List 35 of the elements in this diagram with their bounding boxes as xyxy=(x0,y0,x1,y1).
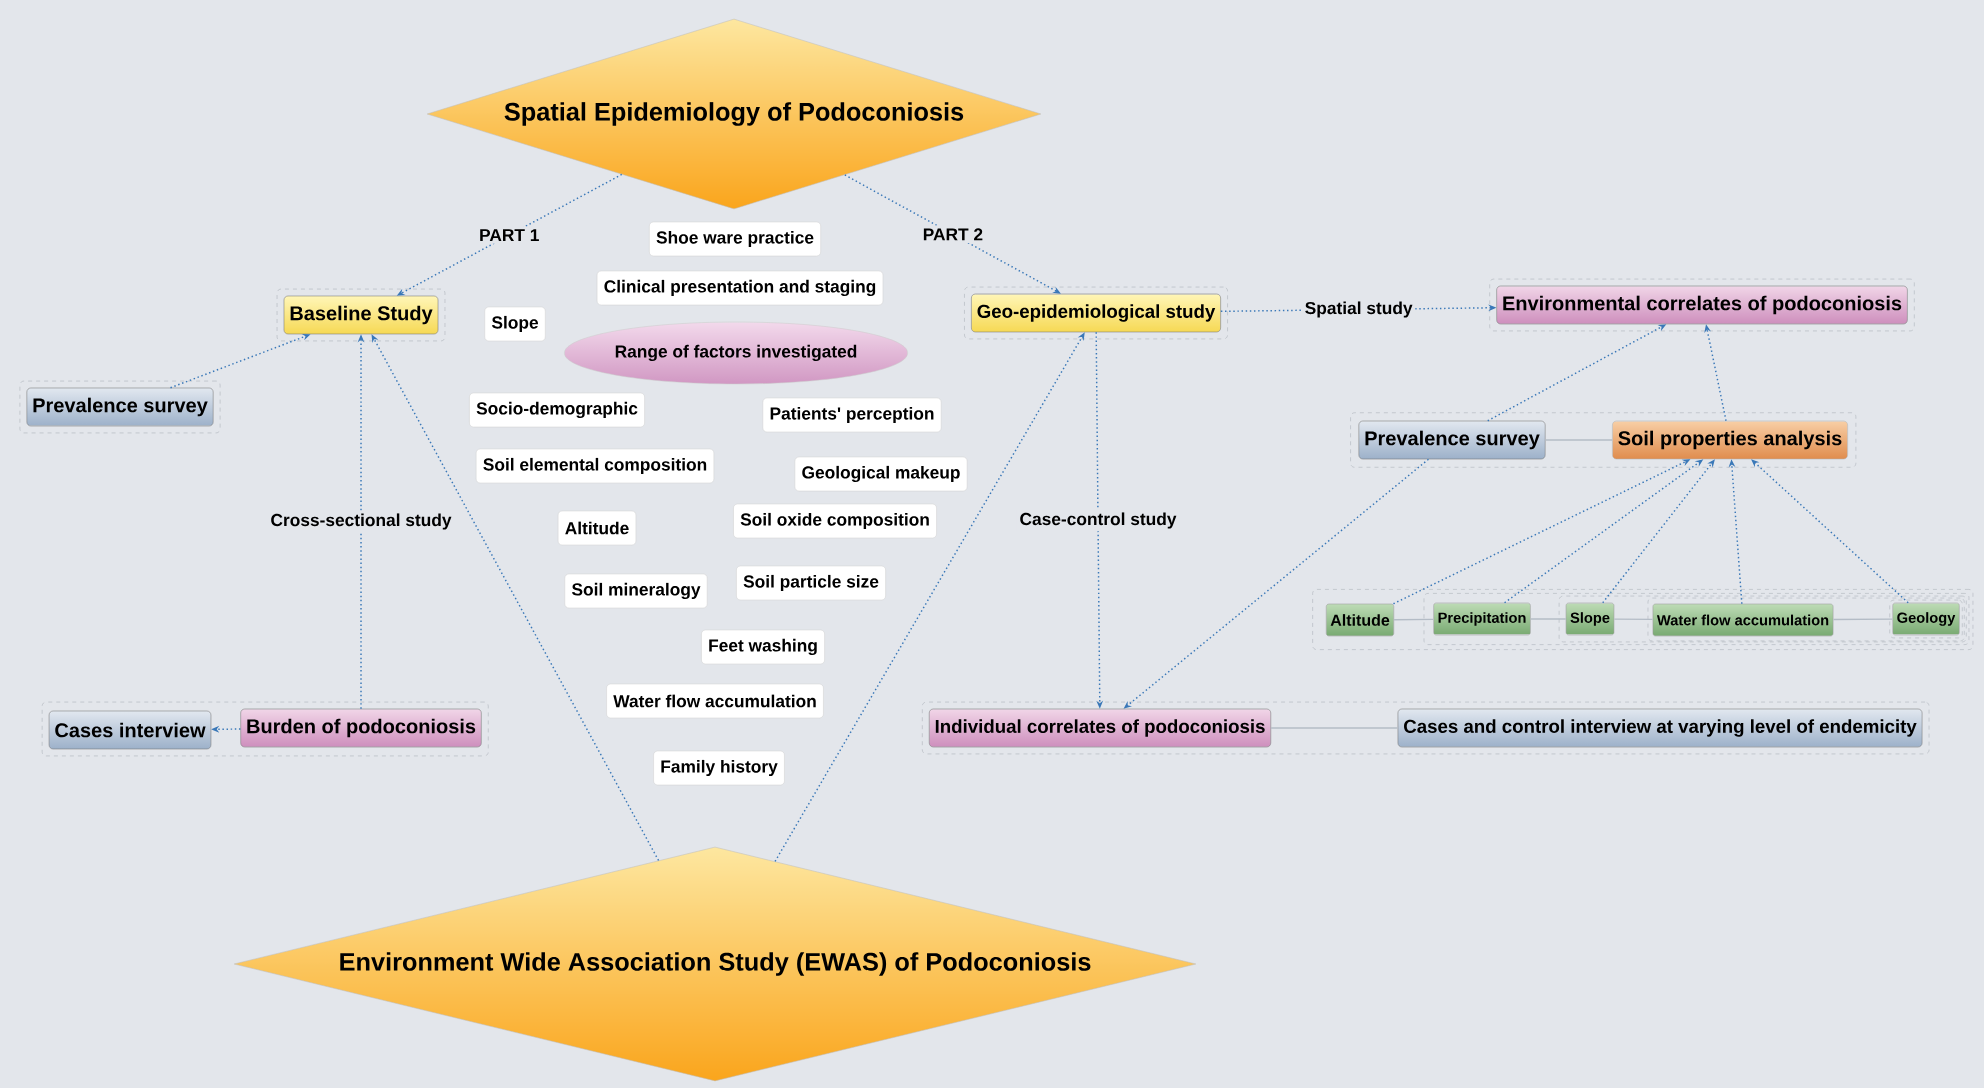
topic-box: Prevalence survey xyxy=(1358,420,1546,460)
factor-box: Altitude xyxy=(557,510,637,546)
topic-box: Water flow accumulation xyxy=(1652,603,1834,637)
factor-box: Soil oxide composition xyxy=(733,503,937,539)
topic-box: Cases interview xyxy=(48,710,212,750)
arrow xyxy=(1602,459,1715,604)
factor-box: Patients' perception xyxy=(762,397,942,433)
factor-box: Family history xyxy=(653,750,785,786)
edge-label: PART 1 xyxy=(476,226,543,244)
topic-box: Soil properties analysis xyxy=(1612,420,1848,460)
factor-box: Shoe ware practice xyxy=(649,221,821,257)
factor-box: Soil mineralogy xyxy=(564,573,708,609)
edge-label: Spatial study xyxy=(1302,298,1416,321)
topic-box: Environmental correlates of podoconiosis xyxy=(1496,285,1908,325)
factor-box: Geological makeup xyxy=(794,456,968,492)
topic-box: Prevalence survey xyxy=(26,387,214,427)
factor-box: Slope xyxy=(484,306,546,342)
topic-box: Baseline Study xyxy=(283,295,439,335)
factor-box: Clinical presentation and staging xyxy=(596,270,884,306)
factor-box: Soil elemental composition xyxy=(475,448,715,484)
topic-box: Precipitation xyxy=(1433,602,1531,636)
topic-box: Geo-epidemiological study xyxy=(971,293,1221,333)
factor-box: Socio-demographic xyxy=(469,392,645,428)
factor-box: Feet washing xyxy=(701,629,825,665)
topic-box: Altitude xyxy=(1325,603,1395,637)
topic-box: Cases and control interview at varying level of endemicity xyxy=(1397,708,1923,748)
factor-box: Soil particle size xyxy=(736,565,886,601)
arrow xyxy=(844,174,1061,294)
edge-label: Cross-sectional study xyxy=(267,510,455,533)
topic-box: Individual correlates of podoconiosis xyxy=(928,708,1272,748)
topic-box: Burden of podoconiosis xyxy=(240,708,482,748)
topic-box: Geology xyxy=(1892,602,1960,636)
factor-box: Water flow accumulation xyxy=(606,683,824,719)
topic-box: Slope xyxy=(1565,602,1615,636)
arrow xyxy=(1751,459,1909,604)
